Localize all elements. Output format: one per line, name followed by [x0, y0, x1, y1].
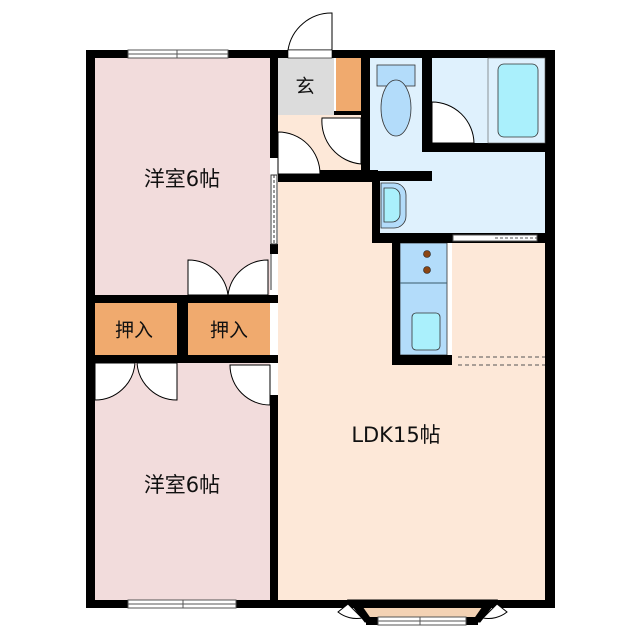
- western-room-2-label: 洋室6帖: [143, 473, 221, 497]
- stove-burner-icon: [423, 266, 431, 274]
- western-room-1: [95, 58, 270, 295]
- closet-2: [188, 303, 270, 355]
- washroom: [380, 152, 545, 233]
- tub-area: [487, 57, 546, 144]
- ldk-label: LDK15帖: [351, 423, 441, 447]
- shoe-storage: [336, 58, 361, 111]
- toilet: [376, 64, 416, 137]
- ldk-room: [278, 182, 545, 600]
- closet-1-label: 押入: [114, 319, 154, 342]
- windows: [127, 49, 538, 626]
- entrance-genkan: [278, 58, 334, 115]
- kitchen-sink: [411, 312, 441, 351]
- doors: [94, 12, 508, 619]
- western-room-1-label: 洋室6帖: [143, 167, 221, 191]
- closet-2-label: 押入: [209, 319, 249, 342]
- western-room-2: [95, 360, 270, 600]
- sliding-door: [270, 174, 278, 290]
- wash-basin-bowl: [383, 187, 401, 223]
- stove-burner-icon: [423, 250, 431, 258]
- entrance-label: 玄: [295, 75, 315, 98]
- ldk-upper-right: [452, 243, 545, 362]
- closet-1: [95, 303, 177, 355]
- bathtub: [497, 63, 539, 138]
- counter-edge: [458, 356, 545, 366]
